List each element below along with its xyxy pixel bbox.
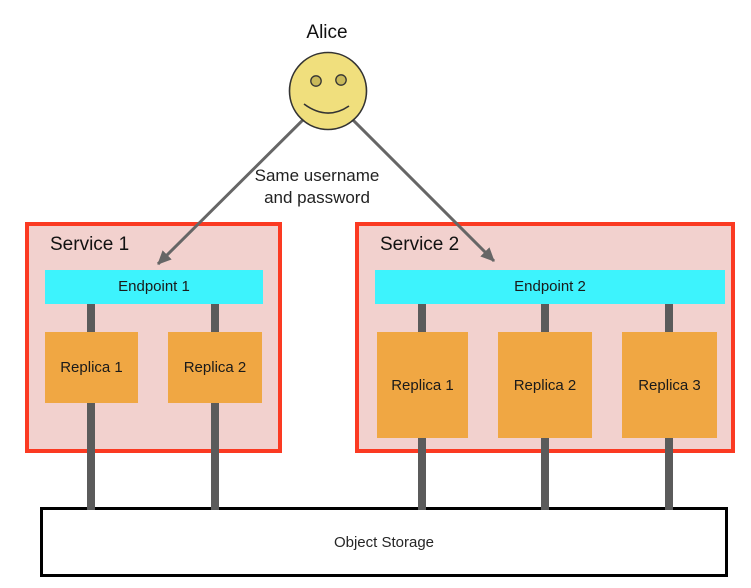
connector-s1-replica2-storage (211, 403, 219, 510)
service-2-replica-3-box: Replica 3 (622, 332, 717, 438)
service-2-title: Service 2 (380, 234, 460, 255)
object-storage-box: Object Storage (40, 507, 728, 577)
actor-face-icon (288, 51, 368, 131)
face-smile (303, 103, 350, 114)
annotation-line-2: and password (264, 188, 370, 207)
connector-endpoint2-replica2 (541, 304, 549, 332)
connector-s2-replica3-storage (665, 438, 673, 510)
annotation-line-1: Same username (254, 166, 380, 185)
connector-endpoint1-replica1 (87, 304, 95, 332)
service-2-endpoint-bar: Endpoint 2 (375, 270, 725, 304)
annotation-text: Same username and password (255, 165, 380, 209)
service-2-replica-1-box: Replica 1 (377, 332, 468, 438)
face-right-eye (335, 74, 347, 86)
connector-endpoint2-replica1 (418, 304, 426, 332)
connector-s1-replica1-storage (87, 403, 95, 510)
service-1-endpoint-bar: Endpoint 1 (45, 270, 263, 304)
object-storage-label: Object Storage (333, 533, 435, 551)
connector-s2-replica1-storage (418, 438, 426, 510)
connector-endpoint1-replica2 (211, 304, 219, 332)
service-1-replica-1-box: Replica 1 (45, 332, 138, 403)
service-2-replica-2-box: Replica 2 (498, 332, 592, 438)
service-1-replica-2-box: Replica 2 (168, 332, 262, 403)
service-1-title: Service 1 (50, 234, 130, 255)
face-left-eye (310, 75, 322, 87)
actor-name-label: Alice (306, 22, 348, 43)
connector-endpoint2-replica3 (665, 304, 673, 332)
connector-s2-replica2-storage (541, 438, 549, 510)
